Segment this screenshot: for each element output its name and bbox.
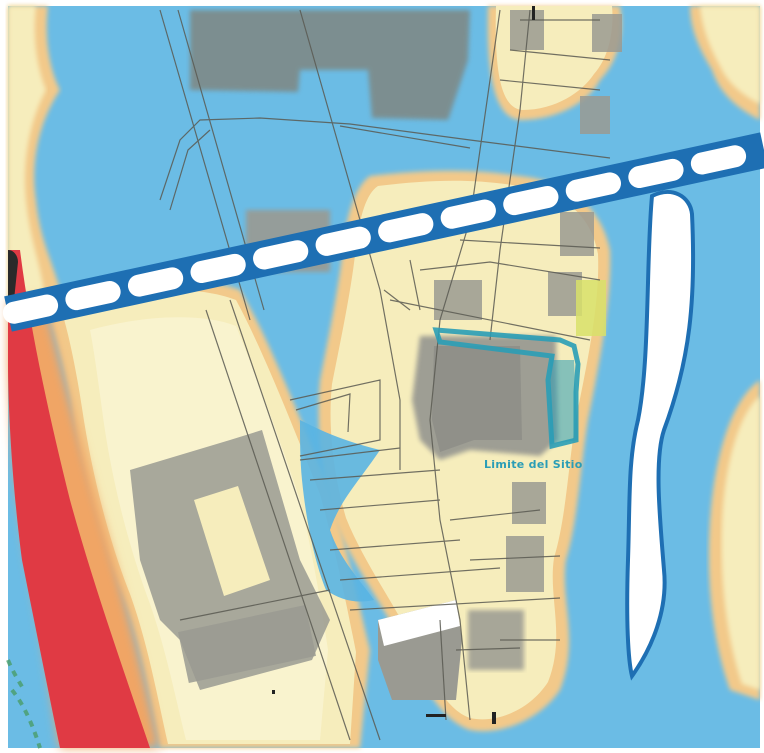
building-top-large (190, 10, 470, 120)
building-peninsula-c (560, 212, 594, 256)
pier-channel (625, 190, 696, 681)
utility-line (0, 132, 764, 332)
road-red (8, 250, 150, 748)
building-l-courtyard (194, 486, 270, 596)
site-limit-label: Limite del Sitio (484, 458, 583, 471)
building-lower-1 (512, 482, 546, 524)
parcel-lines (159, 9, 611, 741)
road-dark-edge (8, 250, 18, 300)
building-bottom-roof (378, 600, 460, 646)
building-top-3 (580, 96, 610, 134)
highlight-parcel (576, 280, 606, 336)
building-site-dark (432, 346, 522, 452)
bottom-right-land-inner (721, 396, 760, 690)
vegetation-marks (6, 659, 42, 749)
building-l-annex (178, 605, 316, 683)
top-right-land-inner (700, 6, 760, 104)
site-boundary (432, 327, 581, 450)
left-shore-land-inner (8, 6, 46, 300)
peninsula-inlet-water (300, 420, 380, 602)
building-lower-2 (506, 536, 544, 592)
scan-artifacts (272, 6, 535, 724)
